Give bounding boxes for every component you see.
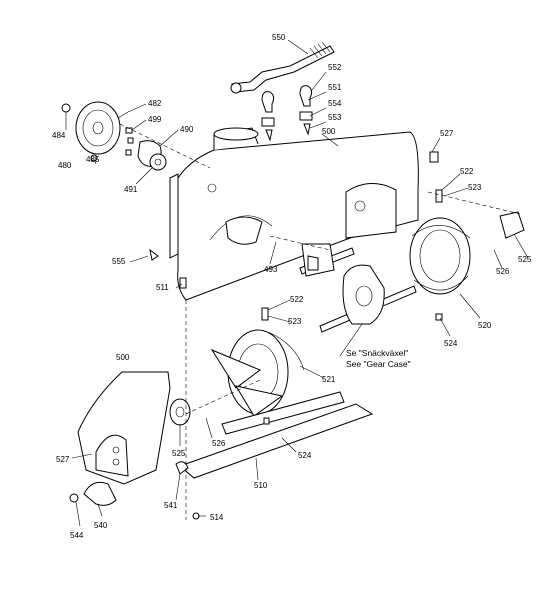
note-english: See "Gear Case" bbox=[346, 359, 411, 369]
callout-523-top: 523 bbox=[468, 183, 482, 192]
fasteners bbox=[149, 151, 443, 520]
callout-552: 552 bbox=[328, 63, 342, 72]
callout-551: 551 bbox=[328, 83, 342, 92]
note-swedish: Se "Snäckväxel" bbox=[346, 348, 408, 358]
callout-522-mid: 522 bbox=[290, 295, 304, 304]
callout-510: 510 bbox=[254, 481, 268, 490]
callout-524-mid: 524 bbox=[298, 451, 312, 460]
leader-lines bbox=[65, 39, 529, 527]
callout-490: 490 bbox=[180, 125, 194, 134]
callout-521: 521 bbox=[322, 375, 336, 384]
callout-524-top: 524 bbox=[444, 339, 458, 348]
callout-500-top: 500 bbox=[322, 127, 336, 136]
callout-500-left: 500 bbox=[116, 353, 130, 362]
auger-housing bbox=[169, 127, 419, 301]
shave-plate bbox=[179, 403, 374, 479]
callout-labels: 550 552 551 554 553 482 484 499 490 480 … bbox=[52, 33, 532, 540]
chute-crank-clips bbox=[261, 85, 313, 142]
callout-550: 550 bbox=[272, 33, 286, 42]
callout-511: 511 bbox=[156, 283, 169, 292]
callout-541: 541 bbox=[164, 501, 178, 510]
skid-shoe bbox=[69, 481, 117, 506]
assembly-lines bbox=[119, 123, 521, 520]
left-auger-flight bbox=[210, 329, 305, 417]
bearing-flange bbox=[137, 140, 167, 171]
callout-525-mid: 525 bbox=[172, 449, 186, 458]
callout-526-right: 526 bbox=[496, 267, 510, 276]
auger-bearing bbox=[169, 398, 191, 426]
impeller bbox=[301, 243, 335, 277]
callout-544: 544 bbox=[70, 531, 84, 540]
scraper-bar bbox=[221, 391, 345, 435]
callout-522-top: 522 bbox=[460, 167, 474, 176]
callout-491: 491 bbox=[124, 185, 138, 194]
callout-514: 514 bbox=[210, 513, 224, 522]
callout-527-top: 527 bbox=[440, 129, 454, 138]
end-plate-housing bbox=[77, 371, 171, 485]
chute-crank-handle bbox=[230, 41, 335, 94]
auger-pulley bbox=[61, 101, 134, 162]
callout-525-right: 525 bbox=[518, 255, 532, 264]
callout-554: 554 bbox=[328, 99, 342, 108]
callout-553: 553 bbox=[328, 113, 342, 122]
callout-555: 555 bbox=[112, 257, 126, 266]
callout-485: 485 bbox=[86, 155, 100, 164]
callout-520: 520 bbox=[478, 321, 492, 330]
callout-527-left: 527 bbox=[56, 455, 70, 464]
gear-case bbox=[342, 264, 385, 325]
callout-493: 493 bbox=[264, 265, 278, 274]
callout-484: 484 bbox=[52, 131, 66, 140]
right-auger-flight bbox=[409, 211, 525, 295]
callout-523-mid: 523 bbox=[288, 317, 302, 326]
callout-540: 540 bbox=[94, 521, 108, 530]
reference-note: Se "Snäckväxel" See "Gear Case" bbox=[346, 348, 411, 369]
callout-480: 480 bbox=[58, 161, 72, 170]
callout-482: 482 bbox=[148, 99, 162, 108]
callout-499: 499 bbox=[148, 115, 162, 124]
callout-526-mid: 526 bbox=[212, 439, 226, 448]
